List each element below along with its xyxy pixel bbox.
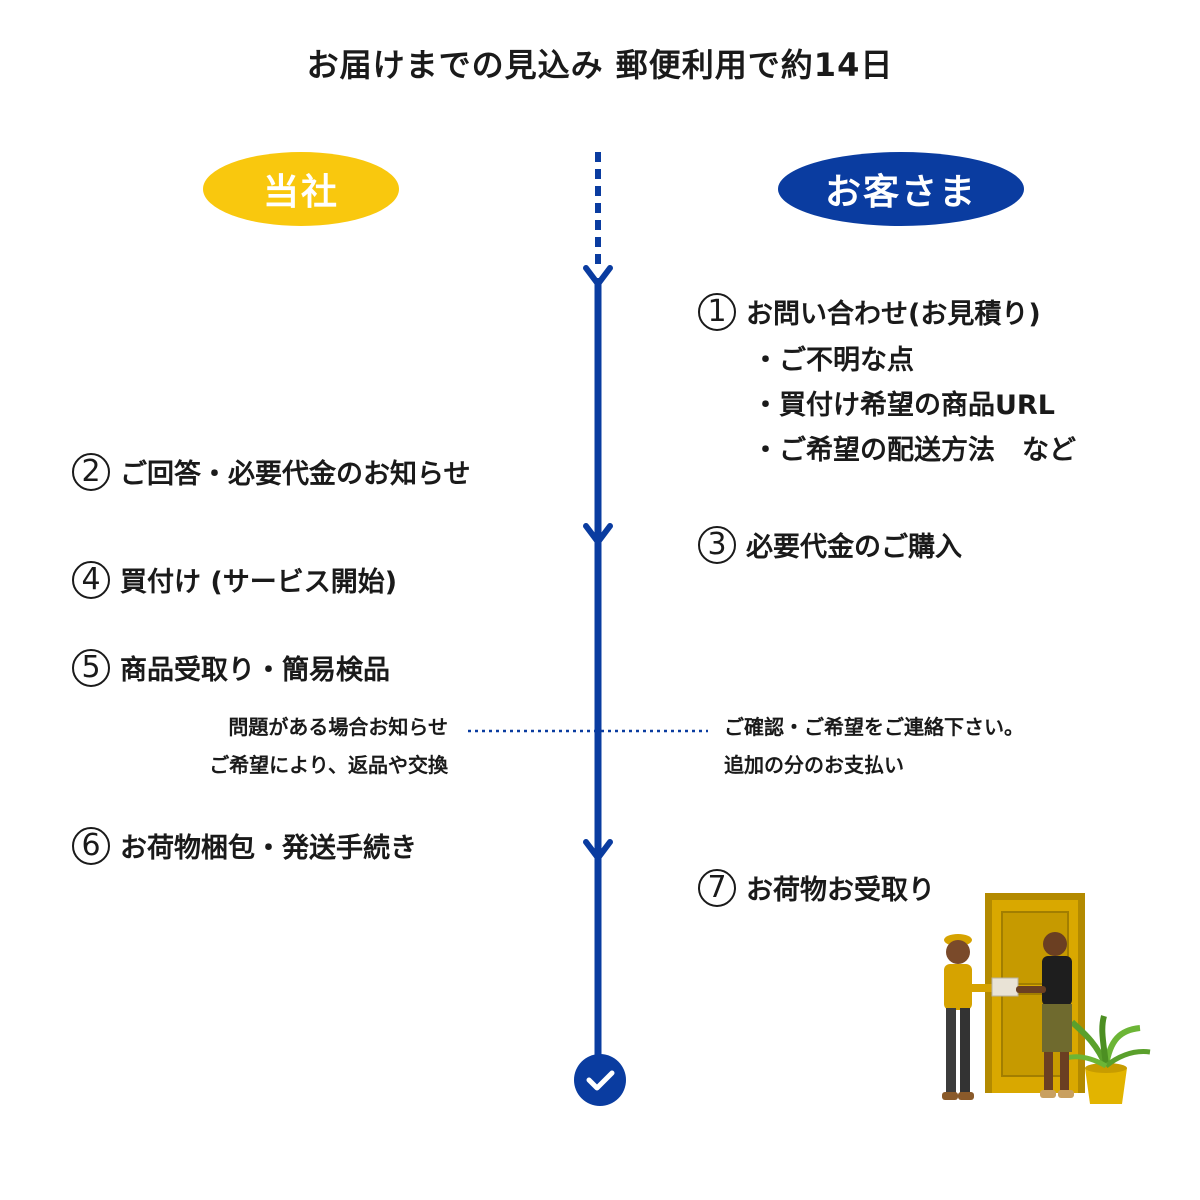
bullet-item: ・ご希望の配送方法 など bbox=[752, 435, 1076, 466]
step-number: 7 bbox=[698, 868, 736, 907]
note-company: 問題がある場合お知らせ ご希望により、返品や交換 bbox=[209, 708, 448, 784]
check-circle-icon bbox=[574, 1054, 626, 1106]
note-customer: ご確認・ご希望をご連絡下さい。 追加の分のお支払い bbox=[724, 708, 1024, 784]
step-6: 6 お荷物梱包・発送手続き bbox=[72, 826, 417, 865]
step-1: 1 お問い合わせ(お見積り) bbox=[698, 292, 1041, 331]
step-label: 買付け (サービス開始) bbox=[120, 567, 398, 598]
step-number: 6 bbox=[72, 826, 110, 865]
timeline-arrow-3 bbox=[583, 839, 613, 861]
note-line: 追加の分のお支払い bbox=[724, 753, 904, 777]
timeline-arrow-2 bbox=[583, 523, 613, 545]
note-line: 問題がある場合お知らせ bbox=[228, 715, 448, 739]
timeline-arrow-1 bbox=[583, 265, 613, 287]
step-4: 4 買付け (サービス開始) bbox=[72, 560, 397, 599]
step-1-bullets: ・ご不明な点 ・買付け希望の商品URL ・ご希望の配送方法 など bbox=[752, 338, 1076, 473]
step-number: 3 bbox=[698, 525, 736, 564]
step-5: 5 商品受取り・簡易検品 bbox=[72, 648, 390, 687]
customer-column-label: お客さま bbox=[778, 152, 1024, 226]
note-line: ご希望により、返品や交換 bbox=[209, 753, 448, 777]
step-label: お問い合わせ(お見積り) bbox=[746, 299, 1041, 330]
delivery-handoff-illustration bbox=[942, 893, 1151, 1104]
step-3: 3 必要代金のご購入 bbox=[698, 525, 962, 564]
bullet-item: ・買付け希望の商品URL bbox=[752, 390, 1055, 421]
step-number: 5 bbox=[72, 648, 110, 687]
step-label: お荷物お受取り bbox=[746, 875, 935, 906]
bullet-item: ・ご不明な点 bbox=[752, 345, 914, 376]
step-7: 7 お荷物お受取り bbox=[698, 868, 935, 907]
step-number: 2 bbox=[72, 452, 110, 491]
step-2: 2 ご回答・必要代金のお知らせ bbox=[72, 452, 470, 491]
step-number: 4 bbox=[72, 560, 110, 599]
step-label: 必要代金のご購入 bbox=[746, 532, 962, 563]
page-title: お届けまでの見込み 郵便利用で約14日 bbox=[306, 46, 894, 84]
company-column-label: 当社 bbox=[203, 152, 399, 226]
step-label: 商品受取り・簡易検品 bbox=[120, 655, 390, 686]
note-line: ご確認・ご希望をご連絡下さい。 bbox=[724, 715, 1024, 739]
step-label: ご回答・必要代金のお知らせ bbox=[120, 459, 471, 490]
step-label: お荷物梱包・発送手続き bbox=[120, 833, 417, 864]
step-number: 1 bbox=[698, 292, 736, 331]
